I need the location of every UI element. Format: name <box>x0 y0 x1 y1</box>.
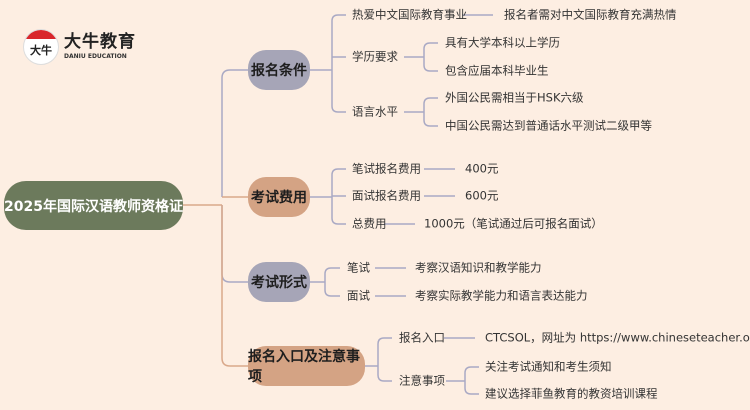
child-node: 语言水平 <box>352 104 398 119</box>
branch-exam-format[interactable]: 考试形式 <box>248 262 310 302</box>
leaf-node: 考察汉语知识和教学能力 <box>415 260 542 275</box>
child-node: 学历要求 <box>352 49 398 64</box>
child-node: 面试报名费用 <box>352 188 421 203</box>
leaf-node: 1000元（笔试通过后可报名面试） <box>424 216 603 231</box>
child-node: 热爱中文国际教育事业 <box>352 7 467 22</box>
branch-registration-requirements[interactable]: 报名条件 <box>248 50 310 90</box>
logo-mark: 大牛 <box>23 29 59 65</box>
leaf-node: 具有大学本科以上学历 <box>445 35 560 50</box>
child-node: 面试 <box>347 288 370 303</box>
logo-subtitle: DANIU EDUCATION <box>64 53 127 60</box>
leaf-node: 报名者需对中文国际教育充满热情 <box>504 7 677 22</box>
root-node[interactable]: 2025年国际汉语教师资格证 <box>4 181 183 230</box>
leaf-node: 400元 <box>465 161 499 176</box>
logo-name: 大牛教育 <box>64 32 136 52</box>
leaf-node: 中国公民需达到普通话水平测试二级甲等 <box>445 118 652 133</box>
child-node: 注意事项 <box>399 373 445 388</box>
child-node: 笔试报名费用 <box>352 161 421 176</box>
leaf-node: 600元 <box>465 188 499 203</box>
leaf-node: 外国公民需相当于HSK六级 <box>445 90 584 105</box>
leaf-node: 关注考试通知和考生须知 <box>485 359 612 374</box>
leaf-node: CTCSOL，网址为 https://www.chineseteacher.or… <box>485 330 750 345</box>
logo: 大牛 大牛教育 DANIU EDUCATION <box>23 29 136 65</box>
leaf-node: 考察实际教学能力和语言表达能力 <box>415 288 588 303</box>
branch-registration-notes[interactable]: 报名入口及注意事项 <box>248 346 365 386</box>
child-node: 总费用 <box>352 216 387 231</box>
branch-exam-fees[interactable]: 考试费用 <box>248 177 310 217</box>
leaf-node: 建议选择菲鱼教育的教资培训课程 <box>485 386 658 401</box>
leaf-node: 包含应届本科毕业生 <box>445 63 549 78</box>
child-node: 笔试 <box>347 260 370 275</box>
child-node: 报名入口 <box>399 330 445 345</box>
